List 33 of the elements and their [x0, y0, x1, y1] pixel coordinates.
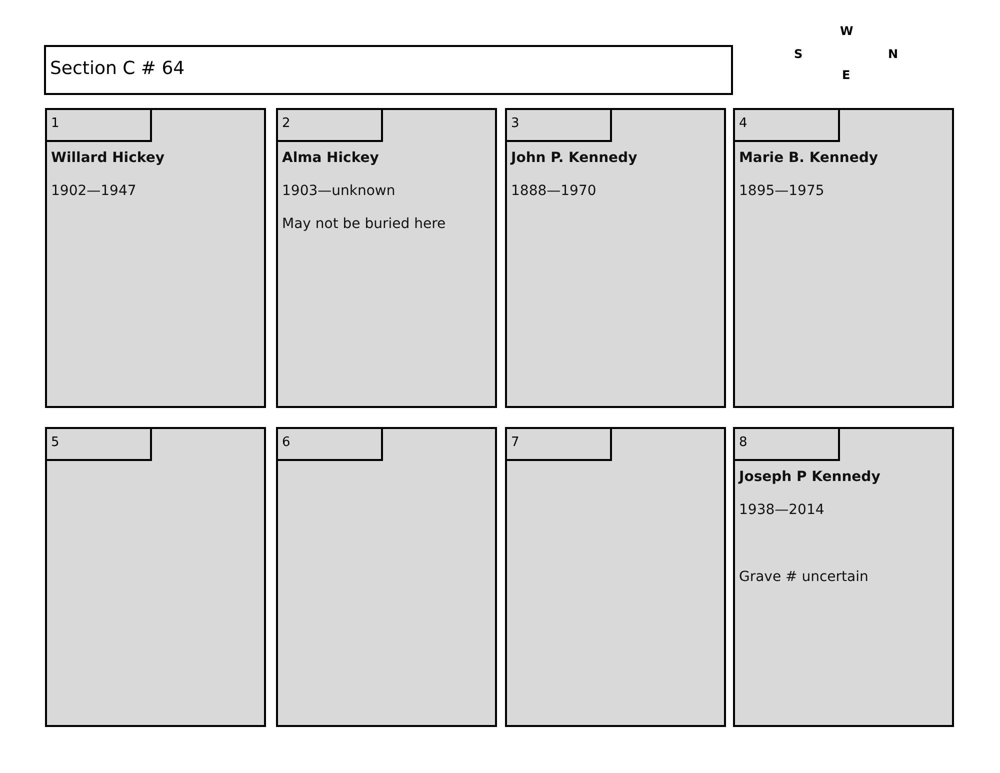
compass-letter: N: [888, 47, 898, 61]
compass-letter: W: [840, 24, 854, 38]
grave-plot-box: [45, 108, 266, 408]
grave-plot-box: [733, 427, 954, 727]
plot-number-tab: 8: [735, 429, 840, 461]
date-text: 1888—1970: [511, 183, 596, 199]
name-text: Joseph P Kennedy: [739, 469, 880, 485]
grave-plot-box: [505, 108, 726, 408]
date-text: 1938—2014: [739, 502, 824, 518]
note-text: Grave # uncertain: [739, 569, 868, 585]
plot-number-tab: 6: [278, 429, 383, 461]
section-title-box: Section C # 64: [44, 45, 733, 95]
plot-number-tab: 5: [47, 429, 152, 461]
compass-letter: E: [842, 68, 850, 82]
compass-letter: S: [794, 47, 803, 61]
date-text: 1902—1947: [51, 183, 136, 199]
note-text: May not be buried here: [282, 216, 446, 232]
name-text: Willard Hickey: [51, 150, 164, 166]
name-text: Alma Hickey: [282, 150, 379, 166]
grave-plot-box: [276, 427, 497, 727]
plot-number-tab: 1: [47, 110, 152, 142]
name-text: Marie B. Kennedy: [739, 150, 878, 166]
date-text: 1895—1975: [739, 183, 824, 199]
grave-plot-box: [733, 108, 954, 408]
plot-number-tab: 2: [278, 110, 383, 142]
plot-number-tab: 4: [735, 110, 840, 142]
plot-number-tab: 3: [507, 110, 612, 142]
plot-number-tab: 7: [507, 429, 612, 461]
grave-plot-box: [276, 108, 497, 408]
date-text: 1903—unknown: [282, 183, 396, 199]
grave-plot-box: [45, 427, 266, 727]
grave-plot-box: [505, 427, 726, 727]
name-text: John P. Kennedy: [511, 150, 638, 166]
